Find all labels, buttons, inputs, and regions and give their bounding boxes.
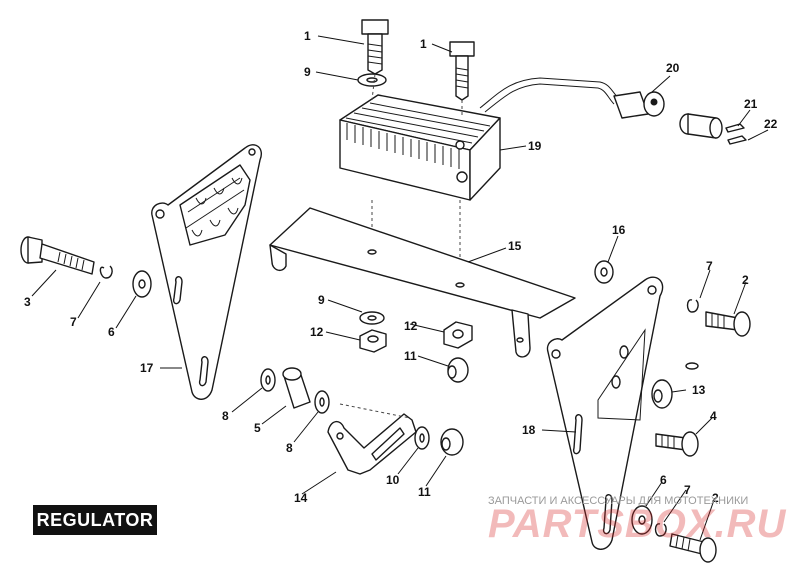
lock-washer-7-lower <box>654 523 667 537</box>
lock-washer-9-top <box>357 73 387 87</box>
callout-7a: 7 <box>70 315 77 329</box>
bracket-18 <box>546 276 664 550</box>
lock-washer-10 <box>414 426 430 450</box>
lock-washer-7-left <box>99 265 113 279</box>
lock-washer-9-mid <box>359 311 385 325</box>
callout-12b: 12 <box>404 319 418 333</box>
flat-washer-6-left <box>132 270 152 298</box>
callout-11a: 11 <box>404 349 417 363</box>
callout-9b: 9 <box>318 293 325 307</box>
callout-9a: 9 <box>304 65 311 79</box>
callout-1a: 1 <box>304 29 311 43</box>
callout-20: 20 <box>666 61 680 75</box>
callout-1b: 1 <box>420 37 427 51</box>
callout-15: 15 <box>508 239 522 253</box>
callout-22: 22 <box>764 117 778 131</box>
bolt-1a <box>361 19 389 75</box>
callout-2a: 2 <box>742 273 749 287</box>
slotted-bracket-14 <box>327 413 417 475</box>
nut-12-left <box>359 329 387 353</box>
terminal-pins-22 <box>725 123 747 145</box>
connector-housing-21 <box>679 113 723 139</box>
regulator-body <box>339 94 501 201</box>
leader-lines <box>31 35 769 541</box>
callout-11b: 11 <box>418 485 431 499</box>
lock-washer-8-right <box>314 390 330 414</box>
bolt-3 <box>20 236 95 275</box>
callout-14: 14 <box>294 491 308 505</box>
wire-harness-20 <box>479 77 665 119</box>
grommet-11-top <box>447 357 469 383</box>
callout-19: 19 <box>528 139 542 153</box>
spacer-16 <box>594 260 614 284</box>
callout-13: 13 <box>692 383 706 397</box>
callout-4: 4 <box>710 409 717 423</box>
grommet-11-bottom <box>440 428 464 456</box>
diagram-title: REGULATOR <box>33 505 157 535</box>
callout-5: 5 <box>254 421 261 435</box>
callout-6a: 6 <box>108 325 115 339</box>
callout-7c: 7 <box>684 483 691 497</box>
callout-16: 16 <box>612 223 626 237</box>
flat-washer-6-right <box>631 505 653 535</box>
callout-10: 10 <box>386 473 400 487</box>
callout-7b: 7 <box>706 259 713 273</box>
bracket-17 <box>151 144 262 400</box>
callout-8a: 8 <box>222 409 229 423</box>
callout-12a: 12 <box>310 325 324 339</box>
bolt-4 <box>655 431 699 457</box>
mounting-plate-15 <box>269 207 576 358</box>
lock-washer-8-left <box>260 368 276 392</box>
grommet-13 <box>651 362 699 409</box>
callout-17: 17 <box>140 361 154 375</box>
callout-18: 18 <box>522 423 536 437</box>
callout-labels: 1 1 9 20 21 22 19 15 16 3 7 6 9 12 12 11… <box>24 29 778 505</box>
callout-2b: 2 <box>712 491 719 505</box>
bolt-2-upper <box>705 311 751 337</box>
callout-6b: 6 <box>660 473 667 487</box>
nut-12-right <box>443 321 473 349</box>
watermark-tagline: ЗАПЧАСТИ И АКСЕССУАРЫ ДЛЯ МОТОТЕХНИКИ <box>488 495 749 507</box>
callout-3: 3 <box>24 295 31 309</box>
bolt-2-lower <box>669 533 717 563</box>
callout-8b: 8 <box>286 441 293 455</box>
bolt-1b <box>449 41 475 101</box>
watermark-brand: PARTSBOX.RU <box>488 502 787 546</box>
callout-21: 21 <box>744 97 758 111</box>
lock-washer-7-right <box>686 299 699 313</box>
spacer-5 <box>282 367 311 409</box>
